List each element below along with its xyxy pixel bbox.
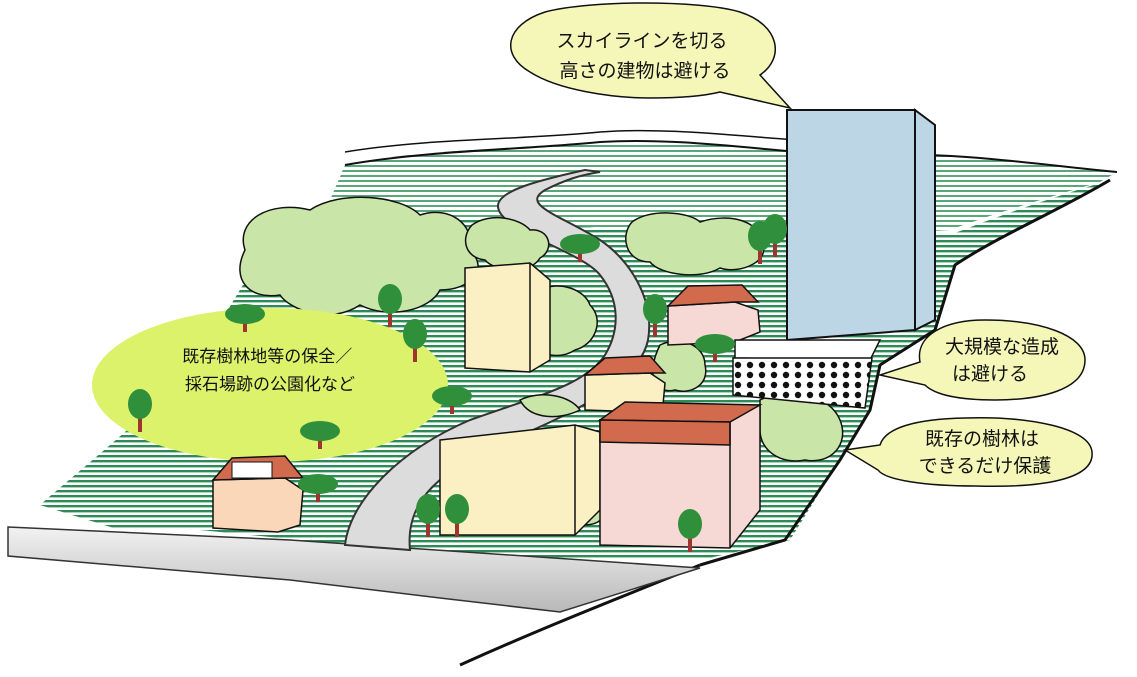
svg-text:スカイラインを切る 高さの建物は避ける: スカイラインを切る 高さの建物は避ける bbox=[556, 30, 733, 82]
oval-line-2: 採石場跡の公園化など bbox=[185, 375, 355, 395]
pink-building-large bbox=[597, 401, 763, 549]
svg-text:既存樹林地等の保全／ 採石場跡の公園化など: 既存樹林地等の保全／ 採石場跡の公園化など bbox=[182, 347, 357, 395]
large-dev-line-1: 大規模な造成 bbox=[945, 336, 1059, 358]
large-dev-line-2: は避ける bbox=[952, 363, 1028, 385]
oval-line-1: 既存樹林地等の保全／ bbox=[182, 347, 352, 367]
forest-preservation-oval bbox=[92, 308, 448, 462]
existing-forest-line-1: 既存の樹林は bbox=[925, 428, 1039, 450]
svg-text:大規模な造成 は避ける: 大規模な造成 は避ける bbox=[945, 336, 1065, 385]
cream-building-left bbox=[464, 262, 551, 373]
existing-forest-line-2: できるだけ保護 bbox=[919, 455, 1052, 477]
pink-house bbox=[666, 284, 761, 346]
center-house bbox=[582, 355, 667, 413]
retaining-wall bbox=[732, 339, 882, 409]
tall-tower bbox=[786, 108, 936, 342]
skyline-callout: スカイラインを切る 高さの建物は避ける bbox=[510, 2, 793, 110]
large-development-callout: 大規模な造成 は避ける bbox=[877, 319, 1086, 401]
small-house bbox=[211, 455, 305, 533]
existing-forest-callout: 既存の樹林は できるだけ保護 bbox=[842, 417, 1093, 488]
foliage-masses bbox=[239, 196, 844, 526]
svg-text:既存の樹林は できるだけ保護: 既存の樹林は できるだけ保護 bbox=[919, 428, 1052, 477]
skyline-line-2: 高さの建物は避ける bbox=[559, 60, 730, 82]
skyline-line-1: スカイラインを切る bbox=[556, 30, 727, 52]
